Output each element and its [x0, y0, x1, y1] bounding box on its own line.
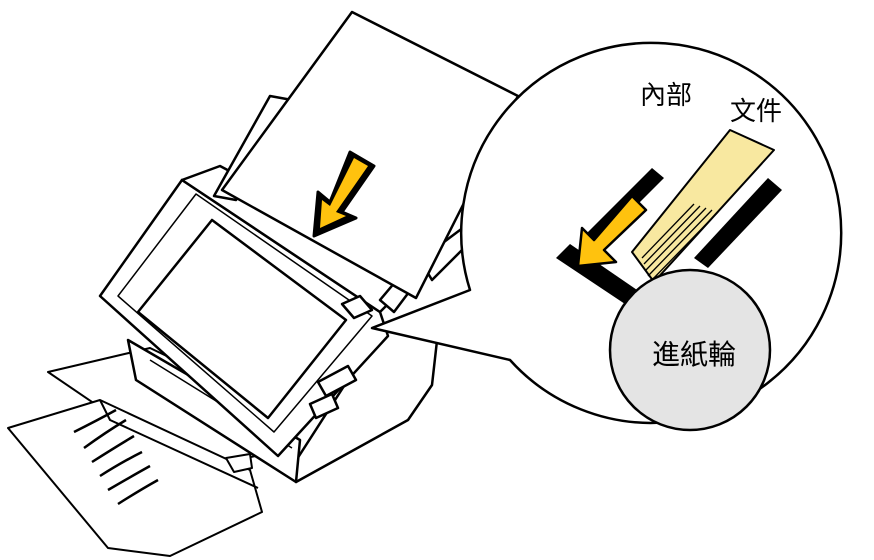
document-label: 文件 [730, 97, 782, 127]
inner-guide-right [694, 178, 782, 268]
inside-label: 內部 [640, 81, 692, 111]
output-tray-ribs [73, 408, 159, 506]
arrow-down-left-icon [312, 150, 376, 238]
output-tray-fold [99, 399, 259, 489]
feed-roller-label: 進紙輪 [652, 338, 736, 371]
inner-guide-lower [556, 244, 640, 306]
scanner-side-slot [316, 364, 358, 398]
magnified-callout [370, 41, 843, 432]
scanner-side-slot-2 [308, 392, 340, 420]
document-sheet [220, 10, 520, 300]
paper-guide-tab [340, 294, 374, 320]
callout-arrow-down-left-icon [576, 194, 648, 268]
feed-roller [608, 268, 772, 432]
callout-document-hatch [641, 203, 719, 283]
output-tray-stopper [225, 453, 253, 473]
touch-screen[interactable] [136, 218, 348, 420]
scanner-body [98, 164, 442, 484]
